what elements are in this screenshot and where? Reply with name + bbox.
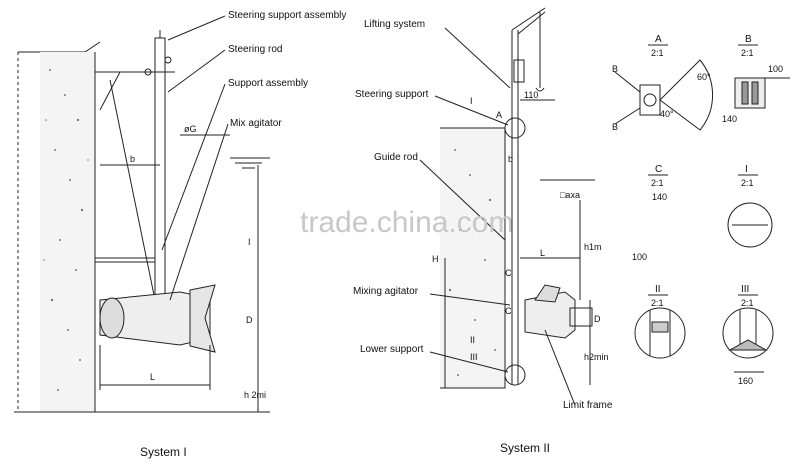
dim-110-sys2: 110 <box>524 90 538 100</box>
detail-b-title: B <box>745 34 752 45</box>
detail-a-title: A <box>655 34 662 45</box>
label-lifting-system: Lifting system <box>364 19 425 30</box>
dim-L-sys1: L <box>150 372 155 382</box>
detail-c-scale: 2:1 <box>651 178 664 188</box>
detail-ii-scale: 2:1 <box>651 298 664 308</box>
detail-b: B 2:1 100 140 <box>722 34 790 124</box>
dim-C2-sys2: C <box>505 306 512 316</box>
dim-d-sys1: D <box>246 315 253 325</box>
dim-h1-sys2: h1m <box>584 242 602 252</box>
detail-iii: III 2:1 160 <box>722 284 774 386</box>
dim-C1-sys2: C <box>505 268 512 278</box>
caption-system-2: System II <box>500 441 550 455</box>
detail-ii: II 2:1 <box>634 284 686 359</box>
detail-i-title: I <box>745 164 748 175</box>
dim-axa-sys2: □axa <box>560 190 580 200</box>
detail-c-h: 100 <box>632 252 647 262</box>
label-mixing-agitator: Mixing agitator <box>353 286 419 297</box>
detail-iii-w: 160 <box>738 376 753 386</box>
dim-L-sys2: L <box>540 248 545 258</box>
detail-c-title: C <box>655 164 662 175</box>
dim-od-sys1: øG <box>184 124 197 134</box>
label-steering-support: Steering support <box>355 89 429 100</box>
dim-I-sys2: I <box>470 96 473 106</box>
detail-b-scale: 2:1 <box>741 48 754 58</box>
detail-i: I 2:1 <box>727 164 773 248</box>
label-mix-agitator: Mix agitator <box>230 118 282 129</box>
detail-ii-title: II <box>655 284 661 295</box>
detail-a-angle1: 60° <box>697 72 711 82</box>
dim-l-vert-sys1: I <box>248 237 251 247</box>
label-guide-rod: Guide rod <box>374 152 418 163</box>
dim-h2-sys1: h 2mi <box>244 390 266 400</box>
dim-b-sys1: b <box>130 154 135 164</box>
dim-h2-sys2: h2min <box>584 352 609 362</box>
label-lower-support: Lower support <box>360 344 424 355</box>
label-support-assembly: Support assembly <box>228 78 308 89</box>
detail-a-angle2: 40° <box>660 109 674 119</box>
detail-a-scale: 2:1 <box>651 48 664 58</box>
detail-a-b1: B <box>612 64 618 74</box>
system-2-drawing <box>419 7 595 406</box>
dim-A-sys2: A <box>496 110 502 120</box>
dim-III-sys2: III <box>470 352 478 362</box>
dim-II-sys2: II <box>470 335 475 345</box>
detail-iii-title: III <box>741 284 749 295</box>
system-1-drawing <box>14 15 270 413</box>
detail-c: C 2:1 140 100 <box>632 164 668 262</box>
detail-a: A 2:1 B B 60° 40° <box>612 34 713 132</box>
dim-H-sys2: H <box>432 254 439 264</box>
label-steering-rod: Steering rod <box>228 44 282 55</box>
detail-iii-scale: 2:1 <box>741 298 754 308</box>
label-steering-support-assembly: Steering support assembly <box>228 10 346 21</box>
caption-system-1: System I <box>140 445 187 459</box>
dim-D-sys2: D <box>594 314 601 324</box>
label-limit-frame: Limit frame <box>563 400 613 411</box>
detail-c-w: 140 <box>652 192 667 202</box>
dim-b-sys2: b <box>508 154 513 164</box>
detail-i-scale: 2:1 <box>741 178 754 188</box>
detail-b-h: 140 <box>722 114 737 124</box>
watermark: trade.china.com <box>300 206 513 239</box>
detail-b-w: 100 <box>768 64 783 74</box>
detail-a-b2: B <box>612 122 618 132</box>
